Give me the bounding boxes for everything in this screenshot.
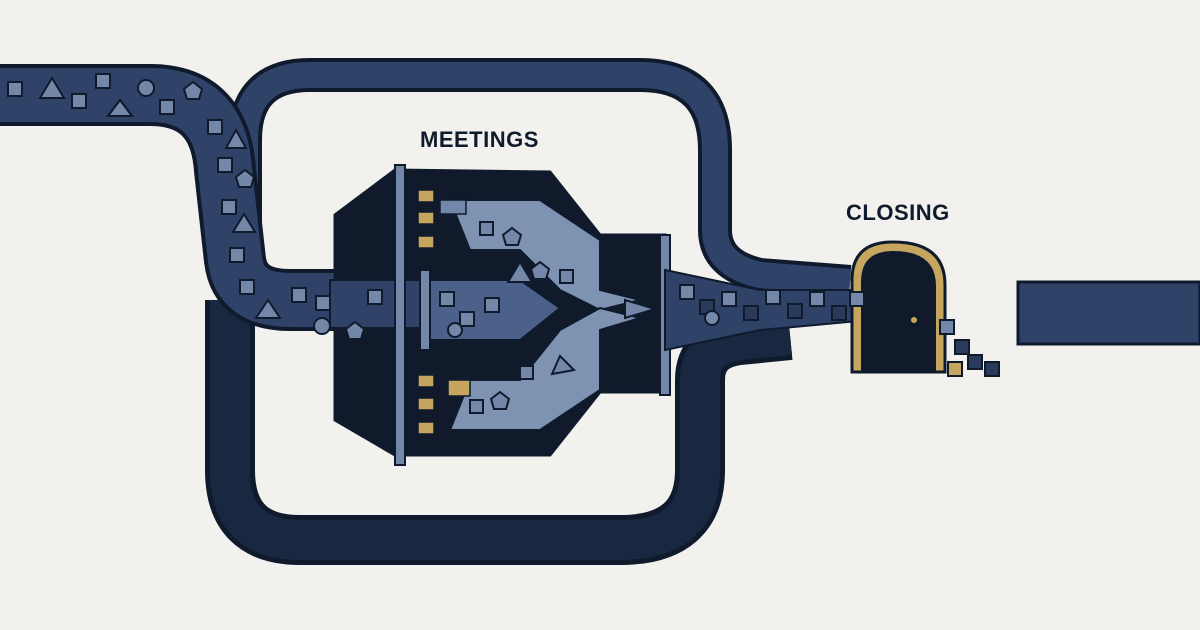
item-circle-icon — [447, 322, 463, 338]
item-circle-icon — [704, 310, 720, 326]
item-triangle-icon — [224, 127, 248, 149]
item-square-icon — [479, 221, 494, 236]
item-square-icon — [7, 81, 23, 97]
item-triangle-icon — [550, 354, 577, 376]
meetings-label: MEETINGS — [420, 127, 539, 152]
item-square-icon — [469, 399, 484, 414]
item-square-icon — [71, 93, 87, 109]
flange-left — [394, 164, 406, 466]
gold-brackets-upper — [417, 189, 467, 249]
item-square-icon — [849, 291, 865, 307]
item-square-icon — [809, 291, 825, 307]
item-square-icon — [459, 311, 475, 327]
item-triangle-icon — [506, 260, 534, 283]
item-square-icon — [217, 157, 233, 173]
door-knob-icon — [911, 317, 917, 323]
item-square-icon — [939, 319, 955, 335]
item-square-icon — [519, 365, 534, 380]
bypass-loop-top-inner — [232, 62, 852, 295]
item-square-icon — [439, 291, 455, 307]
items-inlet — [7, 73, 383, 340]
item-square-icon — [367, 289, 383, 305]
item-square-icon — [721, 291, 737, 307]
inlet-pipe — [0, 64, 340, 331]
item-triangle-icon — [231, 212, 257, 233]
item-square-icon — [787, 303, 803, 319]
item-square-icon — [221, 199, 237, 215]
item-square-icon — [947, 361, 963, 377]
item-pentagon-icon — [529, 260, 551, 280]
item-square-icon — [239, 279, 255, 295]
item-square-icon — [967, 354, 983, 370]
outgoing-bar — [1016, 280, 1200, 346]
flange-mid — [419, 269, 431, 351]
item-circle-icon — [313, 317, 331, 335]
item-square-icon — [984, 361, 1000, 377]
item-pentagon-icon — [234, 168, 256, 188]
item-square-icon — [831, 305, 847, 321]
item-square-icon — [95, 73, 111, 89]
door-icon — [861, 250, 936, 373]
item-square-icon — [954, 339, 970, 355]
item-square-icon — [484, 297, 500, 313]
item-square-icon — [765, 289, 781, 305]
item-square-icon — [291, 287, 307, 303]
item-square-icon — [743, 305, 759, 321]
items-outlet — [679, 284, 1000, 377]
item-square-icon — [315, 295, 331, 311]
output-arrow-icon — [624, 298, 659, 320]
gold-brackets-lower — [417, 374, 471, 435]
closing-label: CLOSING — [846, 200, 950, 225]
items-machine — [439, 221, 577, 414]
item-pentagon-icon — [489, 390, 511, 410]
item-square-icon — [679, 284, 695, 300]
item-triangle-icon — [106, 98, 134, 117]
bypass-loop-bottom-inner — [210, 300, 792, 560]
item-square-icon — [159, 99, 175, 115]
item-triangle-icon — [254, 298, 282, 319]
funnel-upper-arm — [448, 199, 641, 312]
item-pentagon-icon — [182, 80, 204, 100]
item-pentagon-icon — [501, 226, 523, 246]
item-triangle-icon — [38, 76, 66, 99]
item-square-icon — [207, 119, 223, 135]
item-pentagon-icon — [344, 320, 366, 340]
item-square-icon — [229, 247, 245, 263]
item-circle-icon — [137, 79, 155, 97]
item-square-icon — [559, 269, 574, 284]
